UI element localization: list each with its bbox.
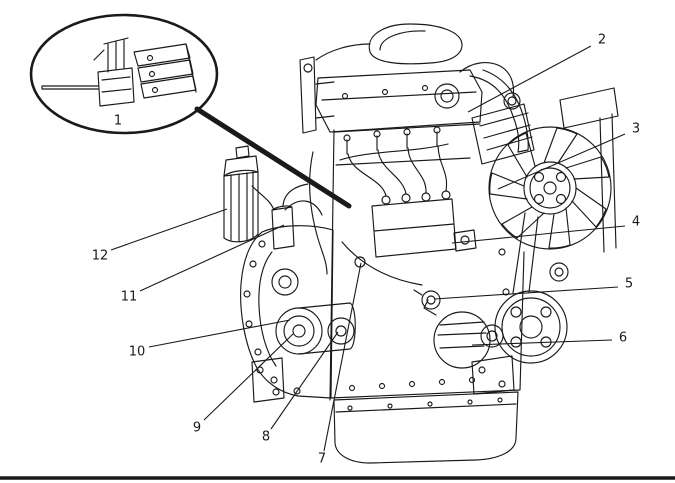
air-cleaner	[368, 23, 463, 65]
fan-bracket	[559, 87, 619, 253]
inset-detail-part	[41, 37, 197, 107]
leader-line-11	[139, 224, 285, 292]
callout-1: 1	[113, 113, 123, 129]
callout-12: 12	[91, 248, 109, 264]
inset-ellipse	[29, 13, 352, 209]
alternator	[423, 299, 504, 369]
callout-5: 5	[624, 276, 634, 292]
belt-and-pulley	[494, 212, 569, 364]
callout-11: 11	[120, 289, 138, 305]
exhaust-and-heat-shield	[469, 69, 535, 165]
oil-pan	[333, 391, 519, 464]
leader-line-8	[270, 331, 339, 430]
callout-10: 10	[128, 344, 146, 360]
injectors-fuel-lines	[339, 126, 449, 197]
callout-6: 6	[618, 330, 628, 346]
leader-line-12	[110, 208, 228, 251]
callout-9: 9	[192, 420, 202, 436]
callout-3: 3	[631, 121, 641, 137]
engine-block	[329, 129, 525, 401]
lifting-bracket	[299, 43, 371, 134]
leader-line-3	[497, 133, 626, 190]
dipstick-tube	[309, 151, 328, 275]
leader-line-6	[471, 339, 613, 346]
leader-line-10	[148, 319, 291, 348]
leader-line-5	[433, 286, 619, 300]
mount-brackets	[251, 355, 515, 403]
leader-line-7	[323, 262, 362, 452]
starter-motor	[275, 302, 356, 355]
leader-line-2	[467, 45, 592, 113]
fuel-filter	[251, 183, 323, 250]
oil-filter	[223, 145, 259, 243]
injection-pump	[371, 190, 477, 258]
valve-cover	[315, 69, 483, 166]
callout-7: 7	[317, 451, 327, 467]
transfer-pump	[341, 241, 441, 310]
fan	[488, 126, 612, 250]
leader-line-4	[451, 225, 626, 244]
leader-line-9	[203, 333, 294, 421]
callout-4: 4	[631, 214, 641, 230]
callout-8: 8	[261, 429, 271, 445]
callout-2: 2	[597, 32, 607, 48]
